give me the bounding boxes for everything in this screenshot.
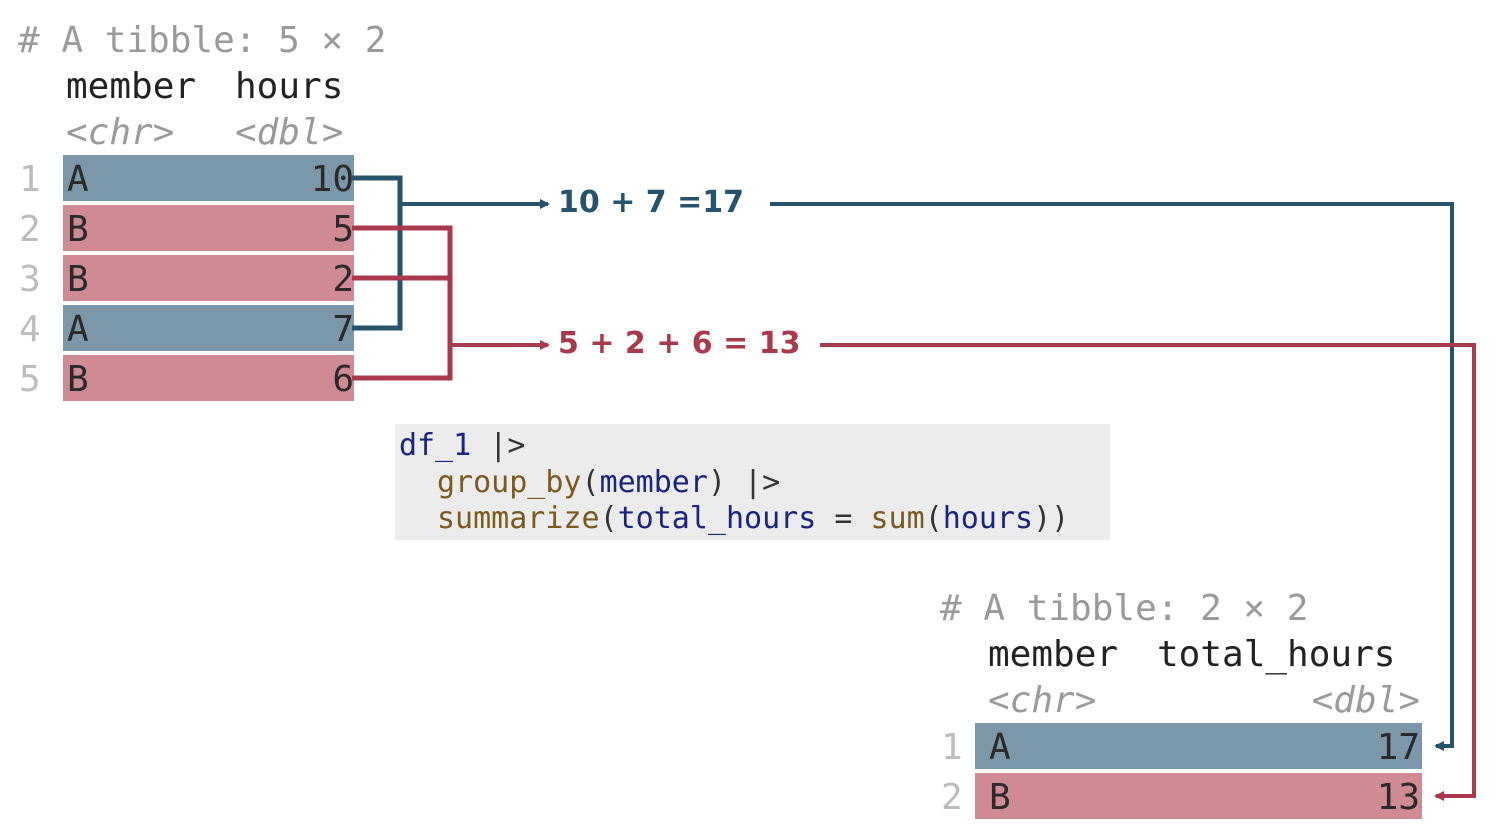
cell-member: A (989, 727, 1011, 768)
output-table-caption: # A tibble: 2 × 2 (940, 588, 1309, 629)
code-token: ( (599, 501, 618, 536)
cell-hours: 6 (332, 359, 354, 400)
code-token: group_by (437, 465, 582, 500)
table-row (63, 255, 354, 301)
code-token: member (599, 465, 708, 500)
input-col-member-header: member (66, 66, 197, 107)
table-row (975, 773, 1422, 819)
code-token: |> (471, 428, 526, 463)
code-line-3: summarize(total_hours = sum(hours)) (437, 504, 1069, 534)
cell-member: B (67, 259, 89, 300)
code-line-2: group_by(member) |> (437, 468, 780, 498)
cell-hours: 2 (332, 259, 354, 300)
cell-hours: 7 (332, 309, 354, 350)
cell-hours: 10 (310, 159, 354, 200)
row-index: 3 (19, 259, 41, 300)
group-a-bracket (352, 175, 403, 331)
row-index: 4 (19, 309, 41, 350)
table-row (63, 305, 354, 351)
code-block: df_1 |> group_by(member) |> summarize(to… (395, 424, 1110, 540)
code-token: ) |> (707, 465, 781, 500)
output-col-member-type: <chr> (988, 680, 1097, 721)
row-index: 2 (19, 209, 41, 250)
code-token: hours (942, 501, 1034, 536)
cell-member: A (67, 309, 89, 350)
row-index: 2 (941, 777, 963, 818)
code-token: sum (870, 501, 925, 536)
input-col-hours-type: <dbl> (235, 112, 344, 153)
group-b-sum-annotation: 5 + 2 + 6 = 13 (558, 326, 801, 361)
code-token: df_1 (399, 428, 472, 463)
table-row (63, 355, 354, 401)
cell-member: B (67, 209, 89, 250)
cell-hours: 5 (332, 209, 354, 250)
output-col-member-header: member (988, 634, 1119, 675)
group-a-arrow-to-result (770, 202, 1454, 751)
input-col-member-type: <chr> (66, 112, 175, 153)
code-token: ( (924, 501, 943, 536)
table-row (975, 723, 1422, 769)
row-index: 1 (941, 727, 963, 768)
cell-total-hours: 17 (1376, 727, 1420, 768)
code-token: = (816, 501, 871, 536)
cell-member: B (989, 777, 1011, 818)
cell-total-hours: 13 (1376, 777, 1420, 818)
code-token: )) (1033, 501, 1070, 536)
row-index: 5 (19, 359, 41, 400)
table-row (63, 205, 354, 251)
input-table-caption: # A tibble: 5 × 2 (18, 20, 387, 61)
code-line-1: df_1 |> (399, 431, 525, 461)
output-col-total-hours-header: total_hours (1157, 634, 1396, 675)
group-b-bracket (352, 225, 453, 381)
output-col-total-hours-type: <dbl> (1311, 680, 1420, 721)
row-index: 1 (19, 159, 41, 200)
cell-member: A (67, 159, 89, 200)
input-col-hours-header: hours (235, 66, 344, 107)
cell-member: B (67, 359, 89, 400)
group-b-arrow-to-result (820, 343, 1476, 801)
code-token: ( (581, 465, 600, 500)
group-a-sum-annotation: 10 + 7 =17 (558, 185, 744, 220)
code-token: summarize (437, 501, 600, 536)
code-token: total_hours (617, 501, 817, 536)
table-row (63, 155, 354, 201)
